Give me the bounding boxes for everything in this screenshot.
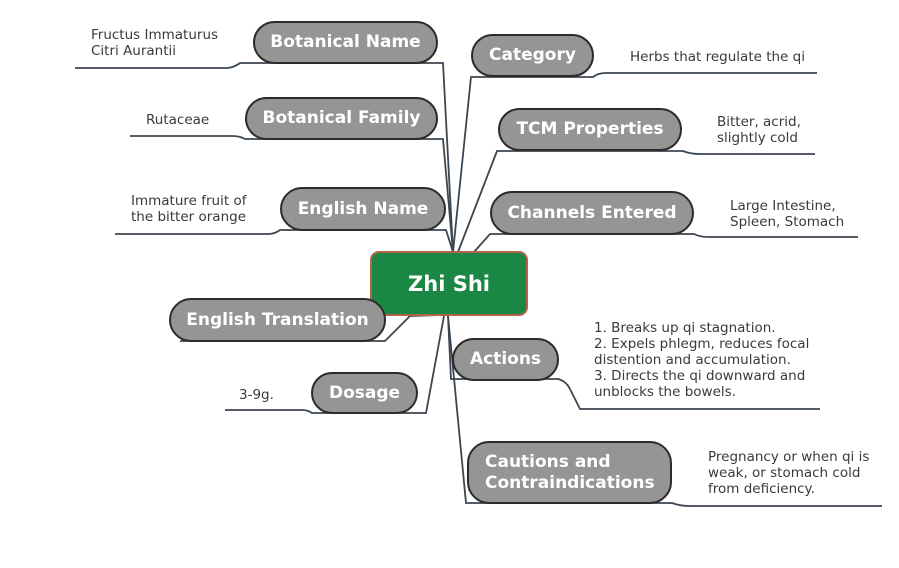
note-english-name: Immature fruit of the bitter orange xyxy=(131,193,247,225)
note-actions: 1. Breaks up qi stagnation. 2. Expels ph… xyxy=(594,320,810,400)
node-cautions[interactable]: Cautions and Contraindications xyxy=(467,441,672,504)
connector-english-name xyxy=(115,229,454,253)
connector-channels-entered xyxy=(473,233,858,253)
connector-botanical-family xyxy=(130,135,454,253)
node-english-translation[interactable]: English Translation xyxy=(169,298,386,342)
center-node[interactable]: Zhi Shi xyxy=(370,251,528,316)
connector-category xyxy=(452,72,817,253)
node-botanical-family[interactable]: Botanical Family xyxy=(245,97,438,140)
node-actions[interactable]: Actions xyxy=(452,338,559,381)
node-english-name[interactable]: English Name xyxy=(280,187,446,231)
node-channels-entered[interactable]: Channels Entered xyxy=(490,191,694,235)
node-botanical-name[interactable]: Botanical Name xyxy=(253,21,438,64)
node-label: English Translation xyxy=(186,309,369,330)
connector-tcm-properties xyxy=(457,150,815,253)
connector-actions xyxy=(447,315,820,410)
node-category[interactable]: Category xyxy=(471,34,594,77)
note-cautions: Pregnancy or when qi is weak, or stomach… xyxy=(708,449,870,497)
note-channels-entered: Large Intestine, Spleen, Stomach xyxy=(730,198,845,230)
note-botanical-family: Rutaceae xyxy=(146,112,210,128)
node-label: Dosage xyxy=(328,382,401,403)
center-label: Zhi Shi xyxy=(408,271,490,296)
node-label: Category xyxy=(489,45,576,65)
connector-dosage xyxy=(225,315,445,414)
note-tcm-properties: Bitter, acrid, slightly cold xyxy=(717,114,801,146)
node-tcm-properties[interactable]: TCM Properties xyxy=(498,108,682,151)
node-label: Channels Entered xyxy=(507,202,677,223)
node-label: English Name xyxy=(297,198,429,219)
connector-cautions xyxy=(447,315,882,507)
node-label: Botanical Name xyxy=(270,32,421,52)
node-label: Actions xyxy=(469,349,542,369)
node-dosage[interactable]: Dosage xyxy=(311,372,418,414)
note-botanical-name: Fructus Immaturus Citri Aurantii xyxy=(91,27,219,59)
node-label: TCM Properties xyxy=(516,119,664,139)
connector-botanical-name xyxy=(75,62,454,253)
node-label: Cautions and Contraindications xyxy=(485,451,655,493)
note-category: Herbs that regulate the qi xyxy=(630,49,805,65)
node-label: Botanical Family xyxy=(262,108,421,128)
note-dosage: 3-9g. xyxy=(239,387,274,403)
